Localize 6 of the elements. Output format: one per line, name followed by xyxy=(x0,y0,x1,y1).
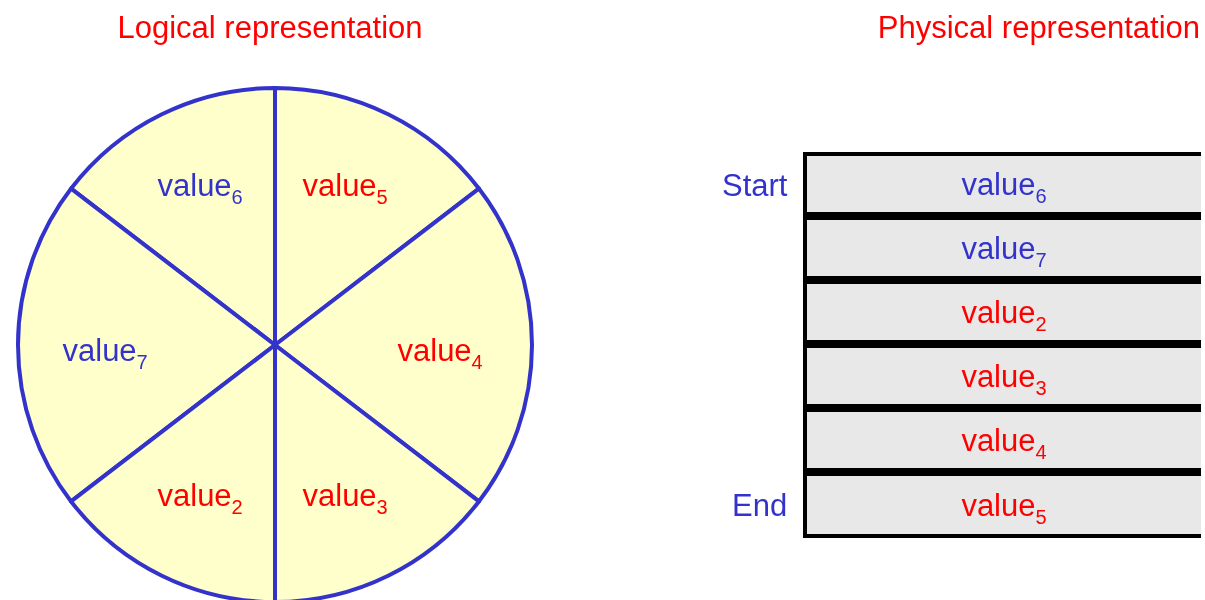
pointer-label: End xyxy=(732,489,788,521)
buffer-row xyxy=(803,152,1201,216)
pointer-label: Start xyxy=(722,169,788,201)
heading: Physical representation xyxy=(877,12,1200,43)
buffer-row xyxy=(803,472,1201,538)
heading: Logical representation xyxy=(117,12,423,43)
